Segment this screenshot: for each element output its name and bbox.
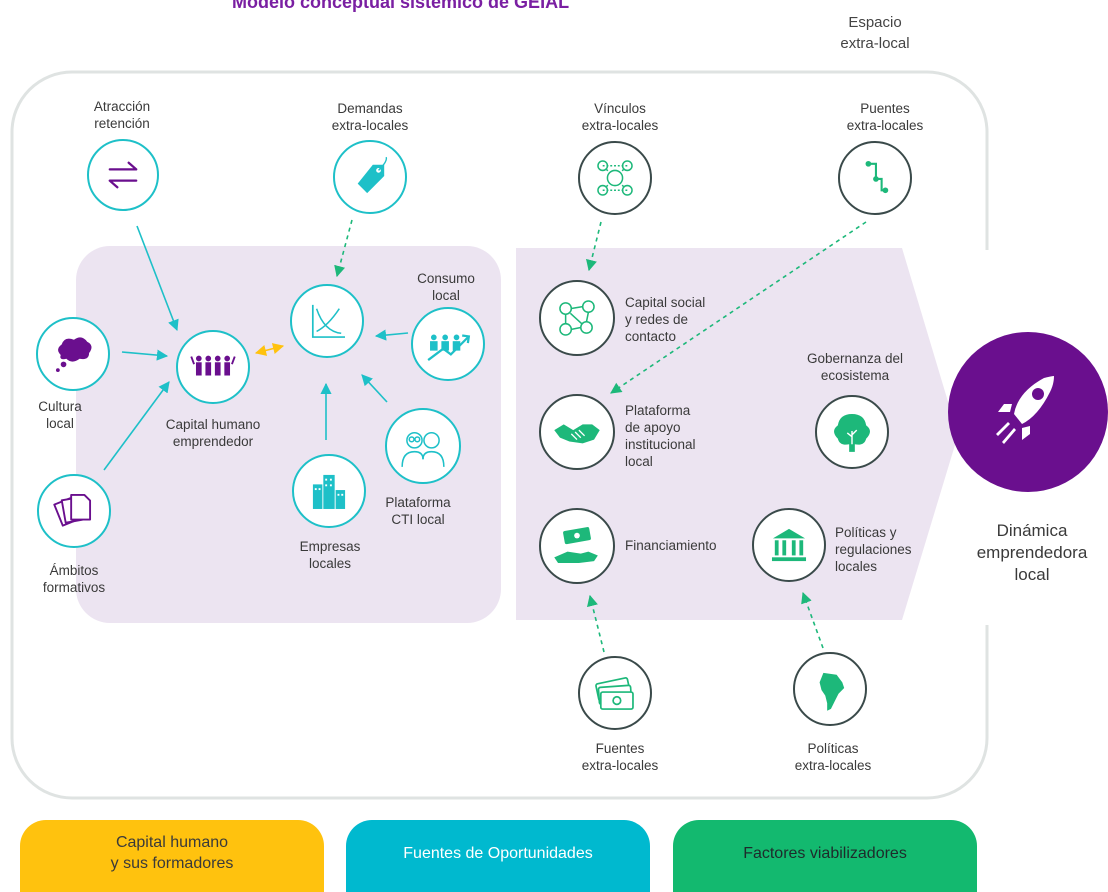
plataforma-cti-node [385,408,461,484]
outcome-node [948,332,1108,492]
money-hand-icon [554,527,598,564]
scientists-icon [401,431,445,467]
tree-icon [834,414,870,452]
network-people-icon [597,160,633,196]
legend-factores-viabilizadores: Factores viabilizadores [673,820,977,892]
supply-demand-chart-icon [311,304,345,338]
capital-social-node [539,280,615,356]
handshake-icon [554,424,600,444]
thought-cloud-icon [55,337,92,372]
buildings-icon [312,474,346,509]
consumer-growth-icon [427,334,471,361]
atraccion-node [87,139,159,211]
fuentes-node [578,656,652,730]
financiamiento-label: Financiamiento [625,538,717,553]
south-america-map-icon [819,672,845,711]
plataforma-apoyo-node [539,394,615,470]
cultura-node [36,317,110,391]
extra-local-label: Espacio extra-local [840,14,910,52]
people-group-icon [190,355,236,376]
price-tag-icon [357,156,388,194]
empresas-node [292,454,366,528]
government-building-icon [771,528,807,562]
financiamiento-node [539,508,615,584]
gobernanza-node [815,395,889,469]
politicas-reg-node [752,508,826,582]
local-region-left [76,246,501,623]
ambitos-node [37,474,111,548]
vinculos-node [578,141,652,215]
diagram-title: Modelo conceptual sistémico de GEIAL [232,0,570,12]
politicas-extra-node [793,652,867,726]
legend-fuentes-oportunidades: Fuentes de Oportunidades [346,820,650,892]
rocket-icon [996,376,1054,444]
documents-icon [53,493,92,527]
local-region-right [516,248,958,620]
exchange-arrows-icon [108,161,138,189]
mercado-node [290,284,364,358]
social-network-icon [559,300,595,336]
consumo-node [411,307,485,381]
outcome-label: Dinámica emprendedora local [976,521,1088,584]
banknotes-icon [595,677,634,710]
bridge-path-icon [865,160,889,194]
capital-humano-node [176,330,250,404]
demandas-node [333,140,407,214]
puentes-node [838,141,912,215]
